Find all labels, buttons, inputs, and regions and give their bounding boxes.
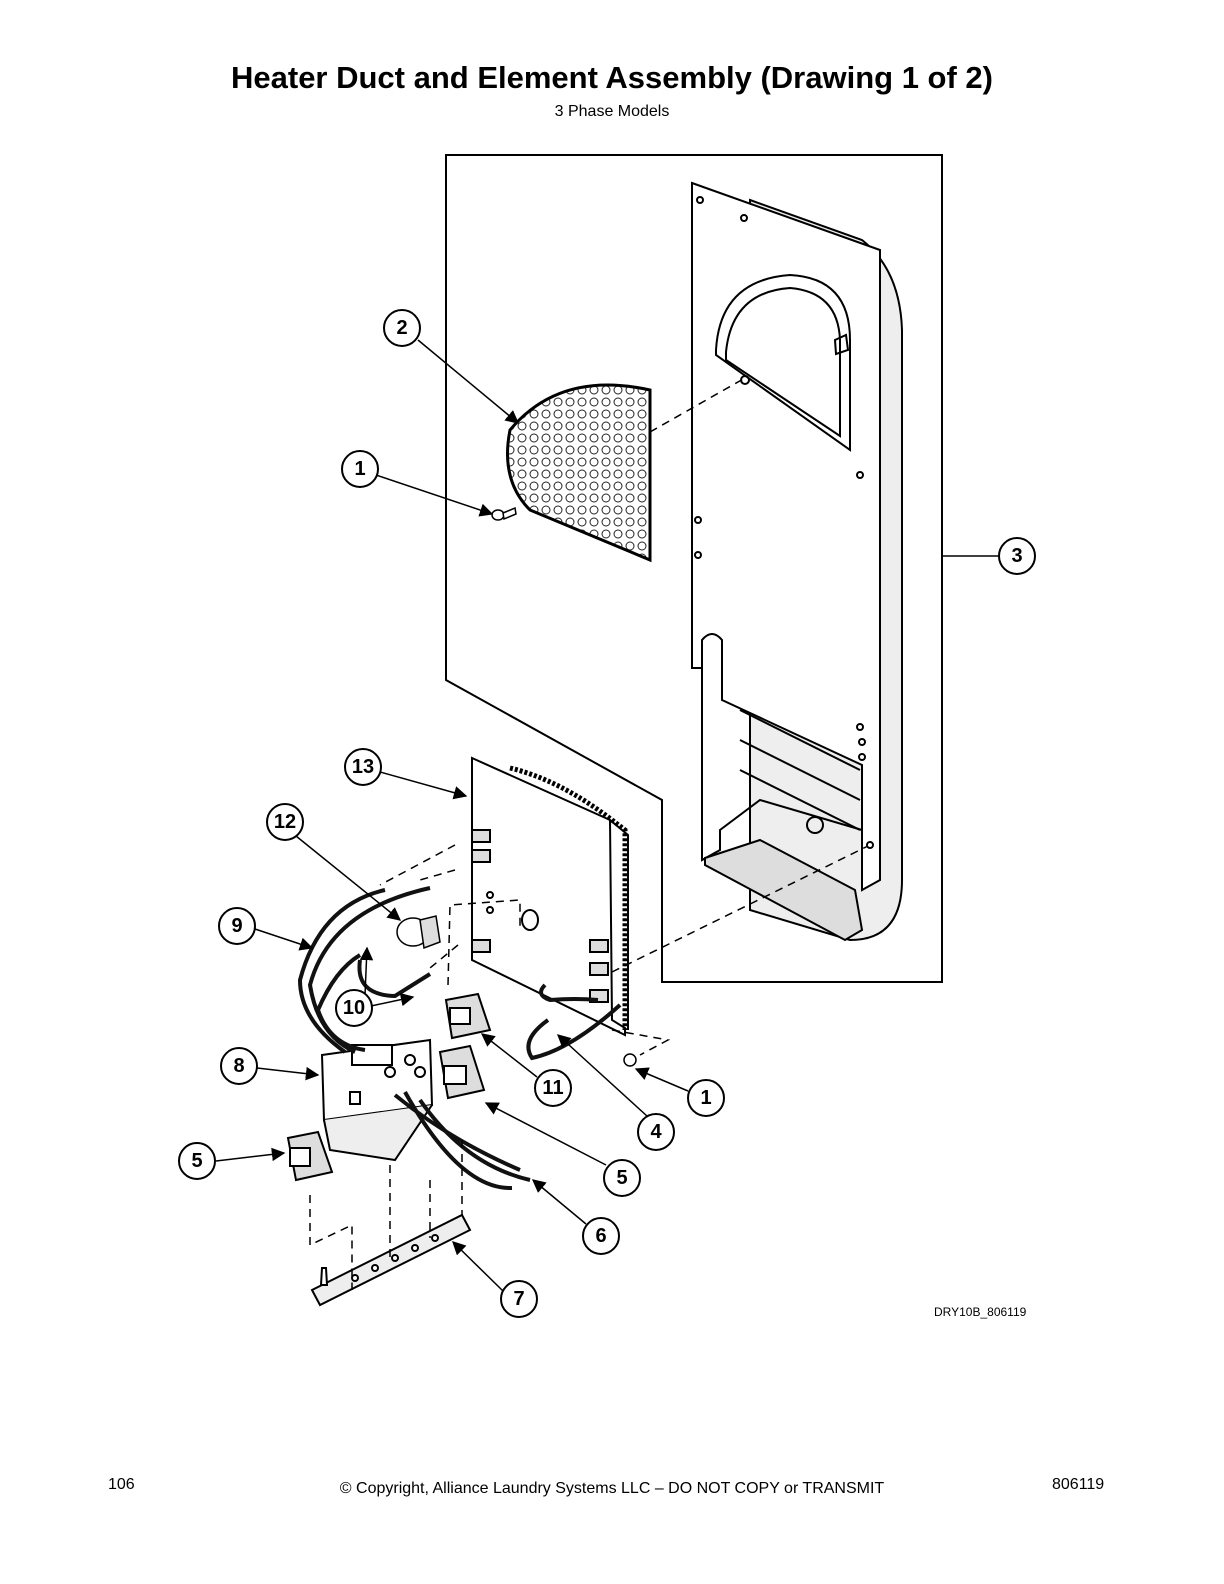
- alignment-lines: [309, 844, 869, 1290]
- drawing-id: DRY10B_806119: [934, 1305, 1027, 1319]
- callout-4: [637, 1113, 675, 1151]
- callout-label: 2: [396, 317, 407, 339]
- callout-1-upper: [341, 450, 379, 488]
- page-number: 106: [108, 1476, 135, 1493]
- copyright-notice: © Copyright, Alliance Laundry Systems LL…: [339, 1480, 885, 1497]
- callout-8: [220, 1047, 258, 1085]
- callout-labels: 1 2 3 13 12 9 10 8 11 1 4 5 5 6 7: [191, 317, 1022, 1310]
- din-rail: [310, 1213, 472, 1307]
- callout-label: 5: [616, 1167, 627, 1189]
- callout-label: 7: [513, 1288, 524, 1310]
- callout-circles: [178, 309, 1036, 1318]
- callout-11: [534, 1069, 572, 1107]
- heater-duct: [691, 181, 903, 942]
- callout-10: [335, 989, 373, 1027]
- panel-outline: [445, 154, 943, 983]
- callout-6: [582, 1217, 620, 1255]
- callout-label: 5: [191, 1150, 202, 1172]
- callout-label: 9: [231, 915, 242, 937]
- callout-9: [218, 907, 256, 945]
- callout-label: 8: [233, 1055, 244, 1077]
- callout-12: [266, 803, 304, 841]
- relay-module-upper: [444, 992, 492, 1040]
- wiring-harness: [297, 886, 622, 1191]
- callout-label: 13: [352, 756, 374, 778]
- callout-1-lower: [687, 1079, 725, 1117]
- callout-label: 4: [650, 1121, 662, 1143]
- callout-5-left: [178, 1142, 216, 1180]
- callout-label: 12: [274, 811, 296, 833]
- callout-3: [998, 537, 1036, 575]
- contactor: [320, 1038, 434, 1162]
- page-subtitle: 3 Phase Models: [554, 103, 670, 120]
- callout-label: 3: [1011, 545, 1022, 567]
- page-title: Heater Duct and Element Assembly (Drawin…: [231, 60, 993, 95]
- thermostat: [396, 915, 441, 950]
- callout-label: 10: [343, 997, 365, 1019]
- callout-13: [344, 748, 382, 786]
- screw-upper: [491, 506, 517, 521]
- callout-label: 6: [595, 1225, 606, 1247]
- callout-label: 1: [700, 1087, 711, 1109]
- screen-alignment-line: [649, 377, 746, 433]
- document-number: 806119: [1052, 1476, 1105, 1493]
- callout-leaders: [215, 339, 999, 1292]
- lint-screen: [506, 383, 652, 563]
- callout-7: [500, 1280, 538, 1318]
- callout-label: 11: [542, 1077, 563, 1099]
- callout-label: 1: [354, 458, 365, 480]
- relay-module-left: [286, 1130, 334, 1182]
- callout-5-right: [603, 1159, 641, 1197]
- relay-module-center: [438, 1044, 486, 1100]
- screw-lower: [623, 1053, 637, 1067]
- heater-element-assembly: [471, 756, 629, 1037]
- callout-2: [383, 309, 421, 347]
